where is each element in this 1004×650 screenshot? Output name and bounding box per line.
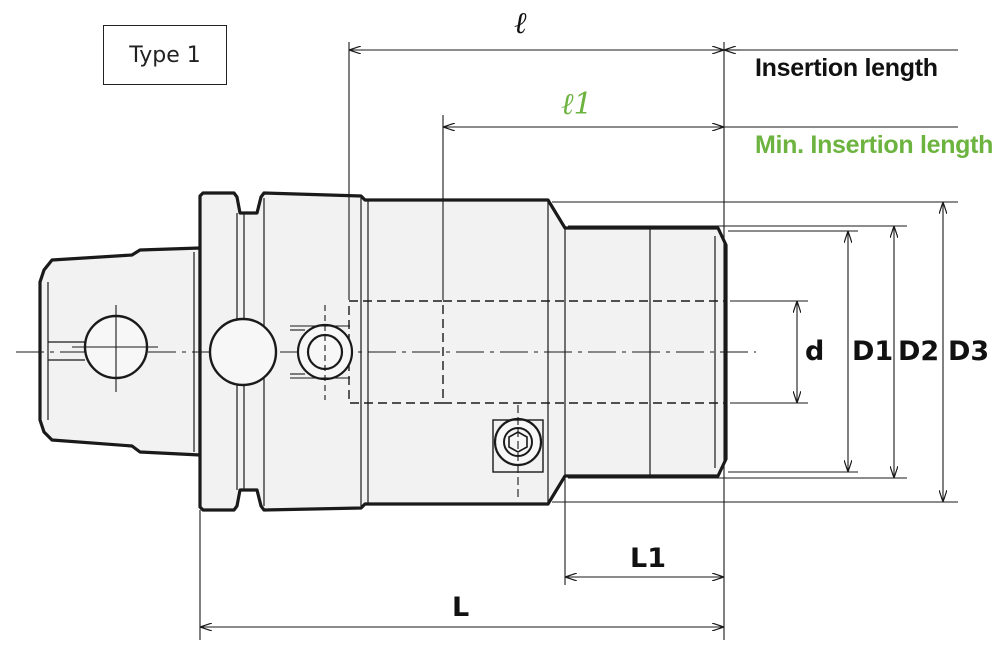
ell-label: ℓ (514, 6, 527, 41)
min-insertion-length-label: Min. Insertion length (755, 131, 994, 159)
type-label: Type 1 (129, 42, 201, 68)
L-label: L (452, 592, 470, 623)
d-label: d (805, 336, 825, 367)
flange-hole (208, 317, 278, 387)
dimension-lines (199, 42, 958, 640)
hole-marks (72, 305, 544, 500)
type-label-box: Type 1 (103, 25, 227, 85)
D1-label: D1 (852, 336, 894, 367)
D3-label: D3 (948, 336, 990, 367)
D2-label: D2 (898, 336, 940, 367)
ell1-label: ℓ1 (561, 87, 593, 122)
L1-label: L1 (630, 543, 666, 574)
insertion-length-label: Insertion length (755, 54, 938, 82)
